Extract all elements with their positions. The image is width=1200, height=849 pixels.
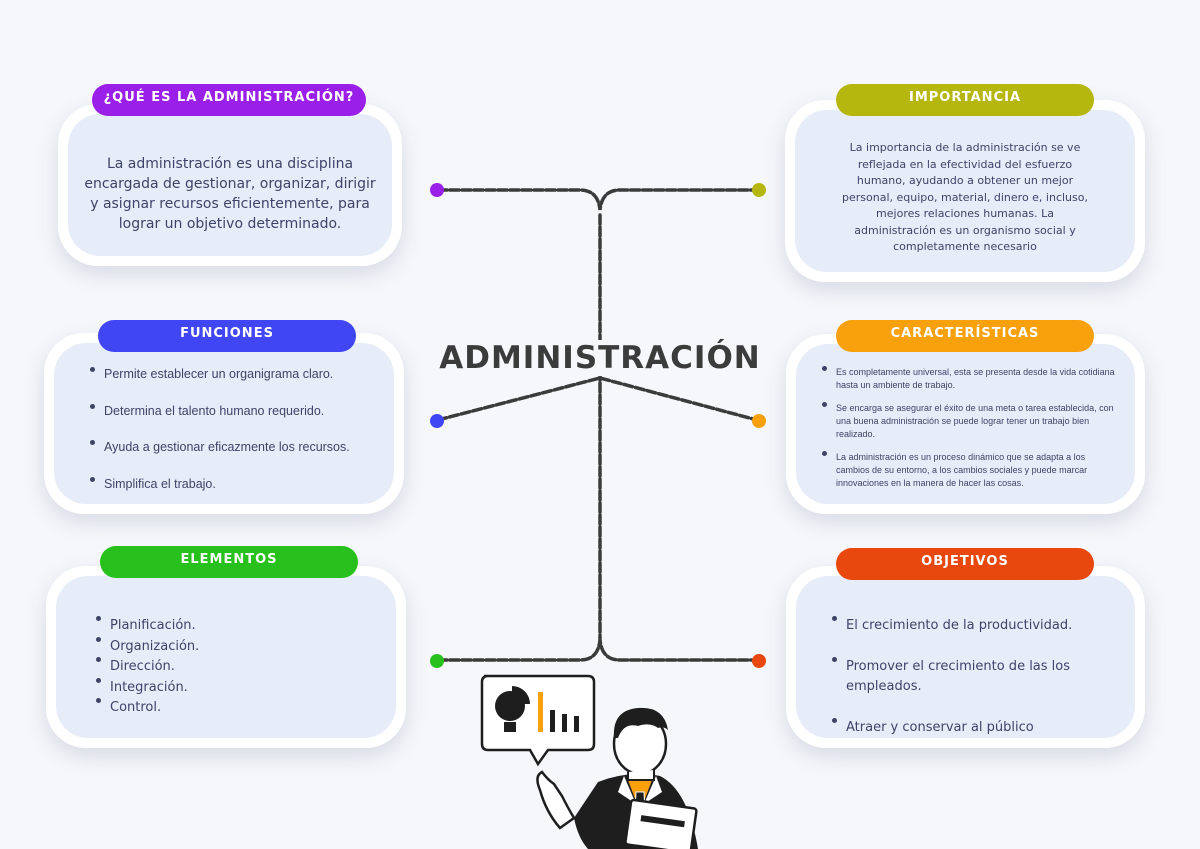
objetivos-item: El crecimiento de la productividad. xyxy=(832,616,1115,637)
funciones-item: Ayuda a gestionar eficazmente los recurs… xyxy=(90,440,384,477)
node-dot-importancia xyxy=(752,183,766,197)
importancia-text: La importancia de la administración se v… xyxy=(842,141,1088,253)
central-title: ADMINISTRACIÓN xyxy=(430,340,770,376)
elementos-item: Integración. xyxy=(96,677,386,699)
funciones-card: Permite establecer un organigrama claro.… xyxy=(44,333,404,514)
funciones-item: Permite establecer un organigrama claro. xyxy=(90,367,384,404)
importancia-card: La importancia de la administración se v… xyxy=(785,100,1145,282)
elementos-item: Control. xyxy=(96,698,386,719)
caracteristicas-card: Es completamente universal, esta se pres… xyxy=(786,334,1145,514)
importancia-label: IMPORTANCIA xyxy=(836,84,1094,116)
elementos-card: Planificación. Organización. Dirección. … xyxy=(46,566,406,748)
pie-chart-icon xyxy=(495,686,530,732)
node-dot-funciones xyxy=(430,414,444,428)
node-dot-caracteristicas xyxy=(752,414,766,428)
caracteristicas-item: Es completamente universal, esta se pres… xyxy=(822,366,1121,392)
objetivos-item: Promover el crecimiento de las los emple… xyxy=(832,656,1115,698)
node-dot-elementos xyxy=(430,654,444,668)
elementos-item: Organización. xyxy=(96,636,386,658)
que-es-text: La administración es una disciplina enca… xyxy=(84,156,376,232)
elementos-item: Dirección. xyxy=(96,657,386,678)
bar-chart-icon xyxy=(538,692,579,732)
elementos-item: Planificación. xyxy=(96,616,386,637)
speech-bubble xyxy=(480,674,596,767)
funciones-label: FUNCIONES xyxy=(98,320,356,352)
funciones-item: Simplifica el trabajo. xyxy=(90,476,384,514)
funciones-item: Determina el talento humano requerido. xyxy=(90,403,384,441)
businessman-illustration xyxy=(480,674,698,849)
node-dot-objetivos xyxy=(752,654,766,668)
caracteristicas-item: La administración es un proceso dinámico… xyxy=(822,451,1121,490)
que-es-label: ¿QUÉ ES LA ADMINISTRACIÓN? xyxy=(92,84,366,116)
objetivos-item: Atraer y conservar al público xyxy=(832,717,1115,739)
objetivos-card: El crecimiento de la productividad. Prom… xyxy=(786,566,1145,748)
objetivos-label: OBJETIVOS xyxy=(836,548,1094,580)
node-dot-que-es xyxy=(430,183,444,197)
que-es-card: La administración es una disciplina enca… xyxy=(58,104,402,266)
caracteristicas-label: CARACTERÍSTICAS xyxy=(836,320,1094,352)
documents xyxy=(624,798,698,849)
elementos-label: ELEMENTOS xyxy=(100,546,358,578)
caracteristicas-item: Se encarga se asegurar el éxito de una m… xyxy=(822,402,1121,441)
